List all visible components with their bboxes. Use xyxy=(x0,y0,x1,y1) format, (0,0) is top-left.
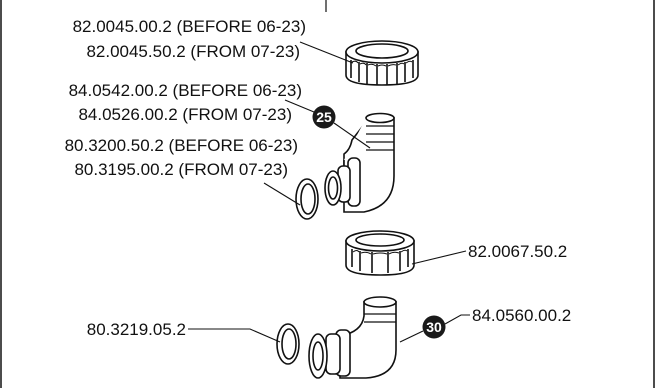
leader-lines-bottom xyxy=(188,250,470,343)
nut-bottom-part xyxy=(345,230,415,276)
label-oring-bottom: 80.3219.05.2 xyxy=(87,320,186,339)
label-elbow-top-line2: 84.0526.00.2 (FROM 07-23) xyxy=(78,105,292,124)
label-oring-top-line1: 80.3200.50.2 (BEFORE 06-23) xyxy=(65,136,298,155)
label-oring-top-line2: 80.3195.00.2 (FROM 07-23) xyxy=(74,160,288,179)
oring-top-part xyxy=(295,178,319,220)
svg-text:30: 30 xyxy=(426,319,442,335)
badge-25: 25 xyxy=(312,105,336,129)
badge-30: 30 xyxy=(422,315,446,339)
label-nut-top-line1: 82.0045.00.2 (BEFORE 06-23) xyxy=(73,17,306,36)
nut-top-part xyxy=(345,40,419,86)
label-nut-bottom: 82.0067.50.2 xyxy=(468,242,567,261)
leader-lines-top xyxy=(263,41,371,206)
label-elbow-top-line1: 84.0542.00.2 (BEFORE 06-23) xyxy=(69,81,302,100)
elbow-bottom-part xyxy=(308,296,397,379)
label-nut-top-line2: 82.0045.50.2 (FROM 07-23) xyxy=(86,42,300,61)
oring-bottom-part xyxy=(276,323,300,365)
svg-text:25: 25 xyxy=(316,109,332,125)
label-elbow-bottom: 84.0560.00.2 xyxy=(472,306,571,325)
elbow-top-part xyxy=(324,112,395,213)
